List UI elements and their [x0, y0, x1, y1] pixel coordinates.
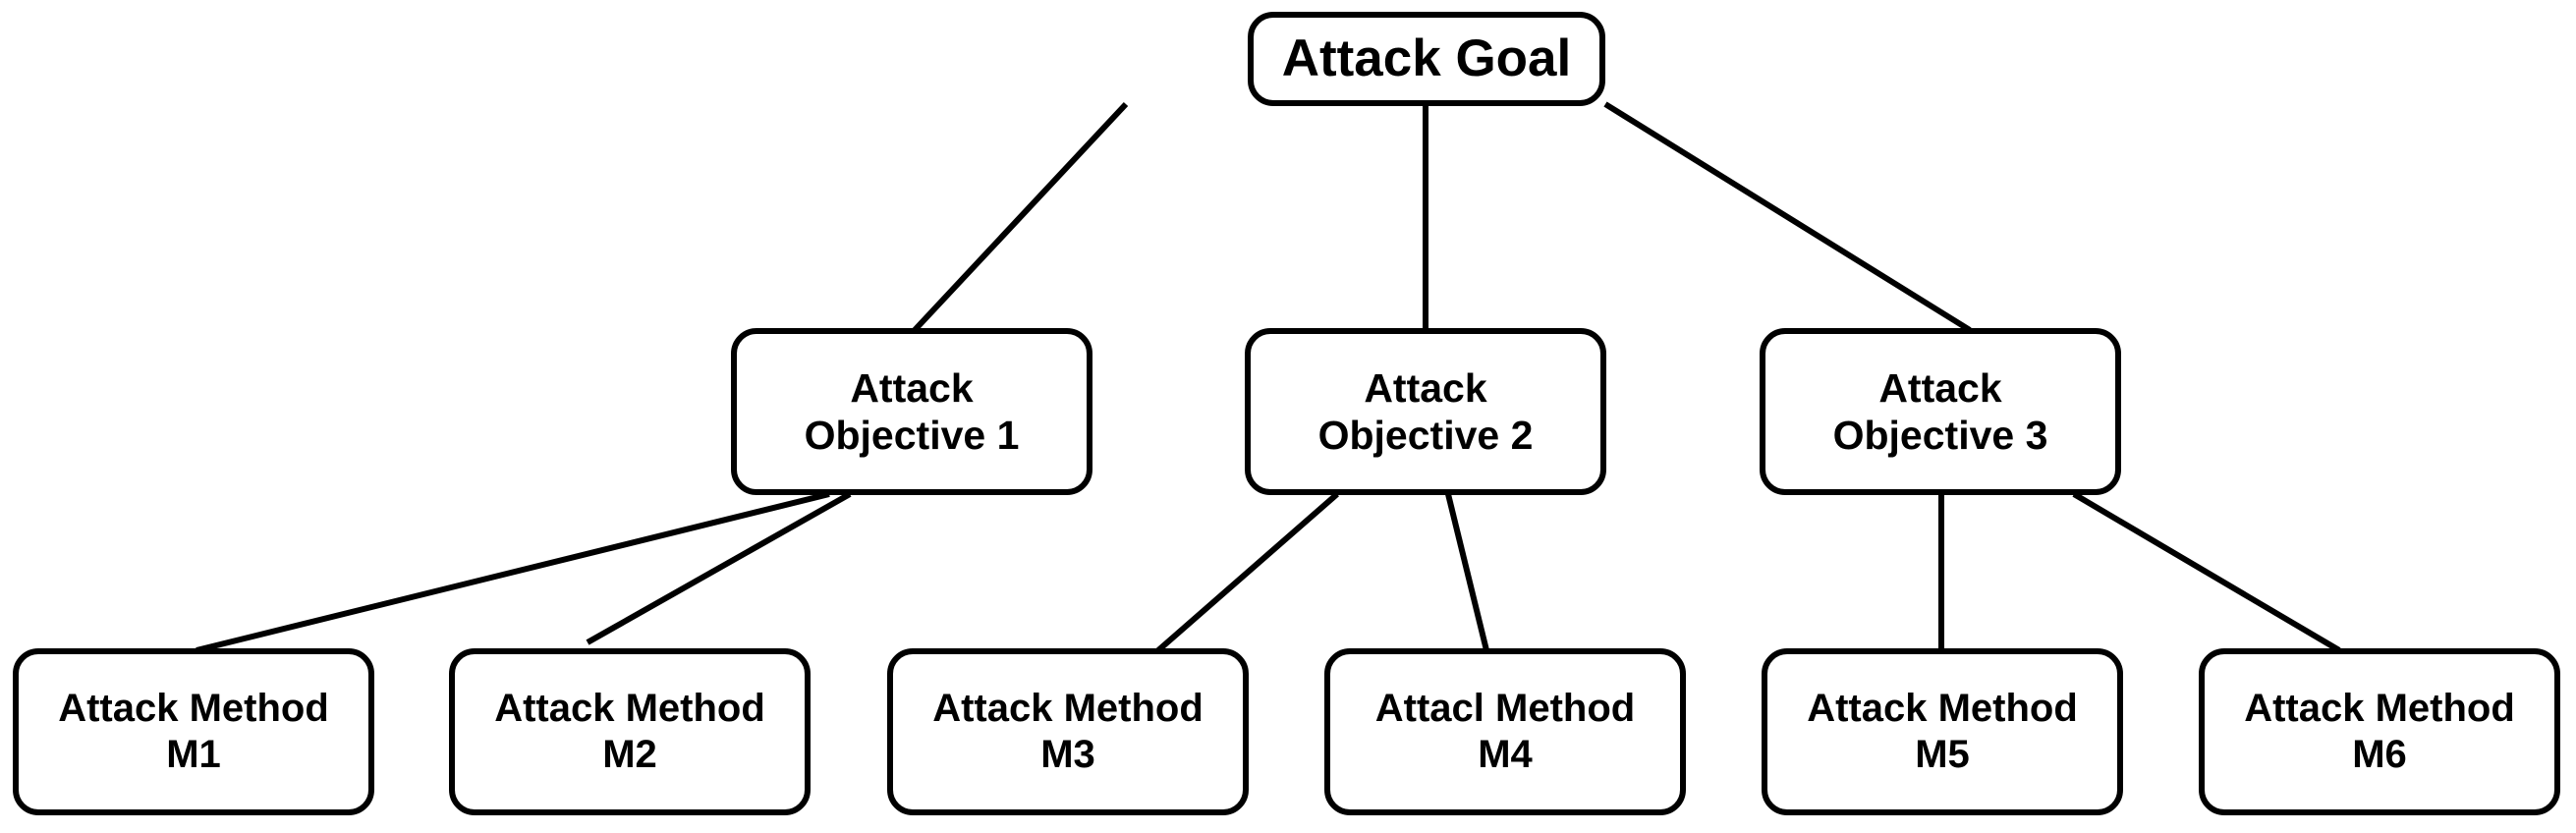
- node-label-attack-objective-2: Attack Objective 2: [1317, 364, 1534, 458]
- node-attack-method-m3[interactable]: Attack Method M3: [887, 648, 1249, 815]
- node-attack-method-m1[interactable]: Attack Method M1: [13, 648, 374, 815]
- edge-objective1-method2: [586, 491, 852, 645]
- node-label-attack-objective-3: Attack Objective 3: [1832, 364, 2048, 458]
- node-label-attack-objective-1: Attack Objective 1: [804, 364, 1020, 458]
- edge-objective2-method4: [1445, 493, 1489, 651]
- node-attack-goal[interactable]: Attack Goal: [1248, 12, 1605, 106]
- node-attack-objective-2[interactable]: Attack Objective 2: [1245, 328, 1606, 495]
- node-label-attack-method-m1: Attack Method M1: [58, 686, 329, 776]
- node-attack-method-m4[interactable]: Attacl Method M4: [1324, 648, 1686, 815]
- edge-goal-objective1: [912, 101, 1129, 333]
- edge-goal-objective3: [1603, 101, 1972, 333]
- node-label-attack-method-m6: Attack Method M6: [2244, 686, 2515, 776]
- edge-objective3-method6: [2072, 491, 2341, 653]
- node-attack-method-m2[interactable]: Attack Method M2: [449, 648, 811, 815]
- node-attack-method-m6[interactable]: Attack Method M6: [2199, 648, 2560, 815]
- node-label-attack-method-m4: Attacl Method M4: [1374, 686, 1636, 776]
- node-label-attack-method-m2: Attack Method M2: [494, 686, 765, 776]
- node-attack-objective-1[interactable]: Attack Objective 1: [731, 328, 1092, 495]
- node-attack-method-m5[interactable]: Attack Method M5: [1762, 648, 2123, 815]
- edge-objective1-method1: [196, 491, 830, 653]
- node-label-attack-method-m3: Attack Method M3: [932, 686, 1204, 776]
- node-attack-objective-3[interactable]: Attack Objective 3: [1760, 328, 2121, 495]
- edge-objective2-method3: [1156, 491, 1339, 653]
- node-label-attack-goal: Attack Goal: [1281, 28, 1572, 87]
- node-label-attack-method-m5: Attack Method M5: [1807, 686, 2078, 776]
